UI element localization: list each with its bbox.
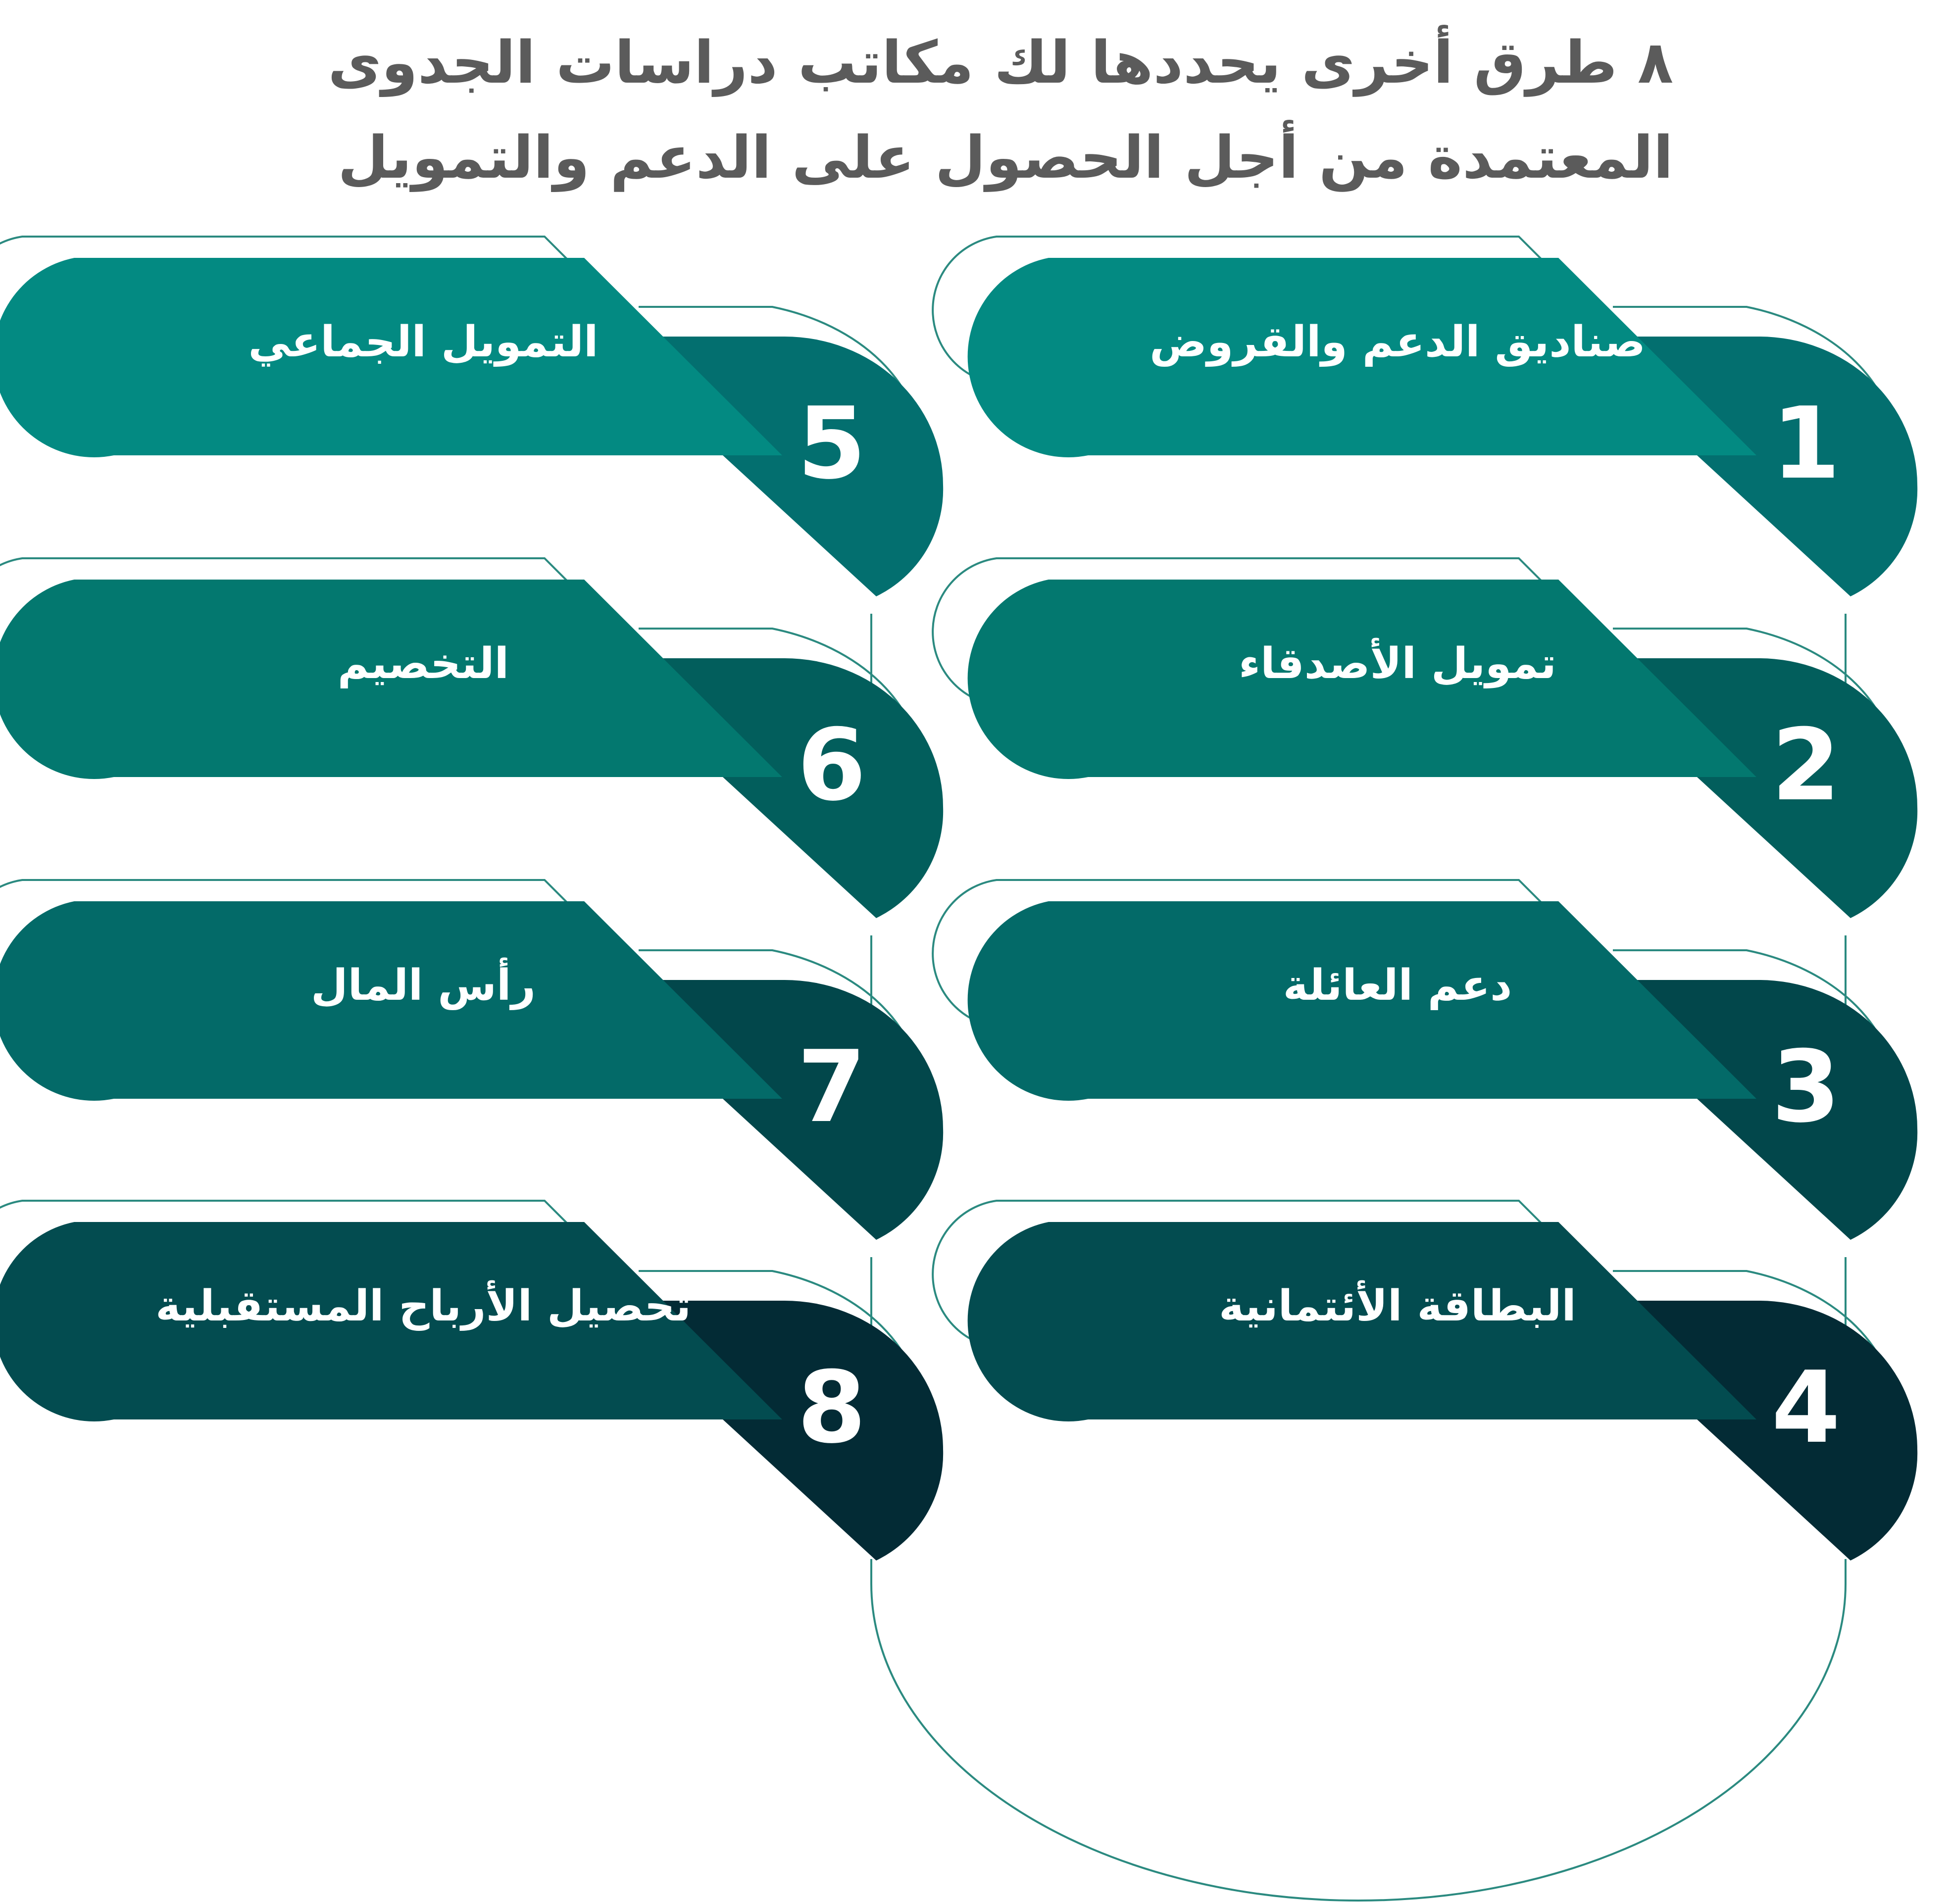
funding-card-8: تحصيل الأرباح المستقبلية 8 (0, 1200, 944, 1561)
card-number: 5 (797, 386, 866, 501)
funding-cards: صناديق الدعم والقروض 1 تمويل الأصدقاء 2 دعم … (0, 236, 1918, 1561)
funding-card-2: تمويل الأصدقاء 2 (932, 557, 1918, 918)
card-label-band (967, 1222, 1756, 1421)
card-label: تحصيل الأرباح المستقبلية (155, 1280, 691, 1331)
card-label-band (0, 1222, 782, 1421)
card-label: التمويل الجماعي (249, 317, 599, 367)
funding-card-5: التمويل الجماعي 5 (0, 236, 944, 596)
card-number: 2 (1771, 708, 1840, 823)
funding-card-7: رأس المال 7 (0, 879, 944, 1240)
card-label: التخصيم (338, 639, 509, 688)
funding-card-6: التخصيم 6 (0, 557, 944, 918)
card-number: 4 (1771, 1350, 1840, 1465)
card-label-band (967, 258, 1756, 457)
card-label-band (0, 258, 782, 457)
card-label: رأس المال (311, 957, 536, 1010)
funding-card-4: البطاقة الأئتمانية 4 (932, 1200, 1918, 1561)
page-title: ٨ طرق أخرى يحددها لك مكاتب دراسات الجدوى… (149, 15, 1673, 205)
card-label-band (0, 901, 782, 1101)
card-label-band (967, 580, 1756, 779)
card-label-band (0, 580, 782, 779)
card-label: دعم العائلة (1283, 961, 1512, 1010)
funding-card-1: صناديق الدعم والقروض 1 (932, 236, 1918, 596)
card-number: 1 (1771, 386, 1840, 501)
title-line-1: ٨ طرق أخرى يحددها لك مكاتب دراسات الجدوى (328, 28, 1673, 97)
funding-card-3: دعم العائلة 3 (932, 879, 1918, 1240)
card-label: تمويل الأصدقاء (1239, 638, 1556, 688)
card-label: البطاقة الأئتمانية (1219, 1280, 1576, 1331)
title-line-2: المعتمدة من أجل الحصول على الدعم والتموي… (338, 123, 1673, 192)
card-label-band (967, 901, 1756, 1101)
bottom-arc-connector (870, 1559, 1847, 1902)
card-number: 7 (797, 1029, 866, 1145)
card-number: 8 (797, 1350, 866, 1465)
card-number: 3 (1771, 1029, 1840, 1145)
card-label: صناديق الدعم والقروض (1150, 317, 1646, 367)
card-number: 6 (797, 708, 866, 823)
